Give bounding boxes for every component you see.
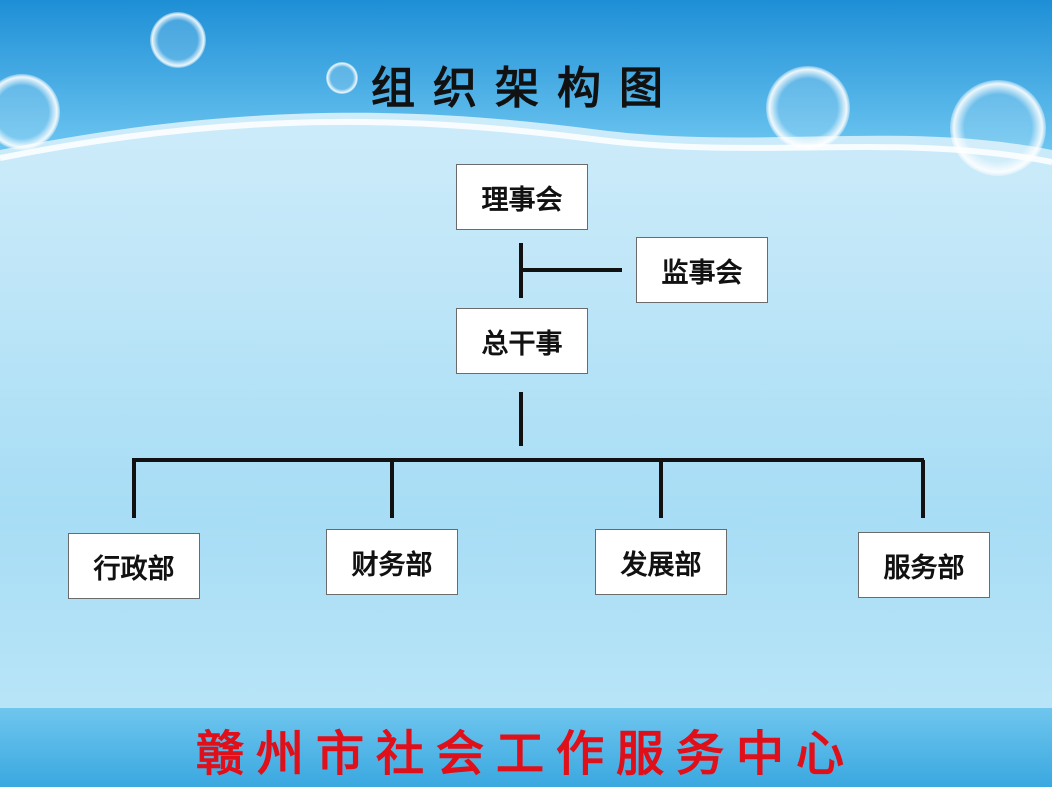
footer-bar [0, 708, 1052, 787]
node-department-label: 财务部 [351, 549, 433, 581]
wave-highlight [0, 118, 1052, 165]
node-department-label: 服务部 [883, 552, 965, 584]
bubble [150, 12, 206, 68]
bubble [0, 74, 60, 150]
node-supervisory-board-label: 监事会 [661, 257, 743, 289]
node-secretary-general-label: 总干事 [481, 328, 563, 360]
bubble [950, 80, 1046, 176]
node-board: 理事会 [456, 164, 588, 230]
bubble [326, 62, 358, 94]
node-board-label: 理事会 [481, 184, 563, 216]
node-department: 行政部 [68, 533, 200, 599]
node-department: 服务部 [858, 532, 990, 598]
node-department-label: 行政部 [93, 553, 175, 585]
node-supervisory-board: 监事会 [636, 237, 768, 303]
footer-organization-name: 赣州市社会工作服务中心 [195, 726, 856, 782]
node-secretary-general: 总干事 [456, 308, 588, 374]
bubble [766, 66, 850, 150]
node-department: 财务部 [326, 529, 458, 595]
node-department: 发展部 [595, 529, 727, 595]
node-department-label: 发展部 [620, 549, 702, 581]
page-title: 组织架构图 [371, 63, 681, 114]
